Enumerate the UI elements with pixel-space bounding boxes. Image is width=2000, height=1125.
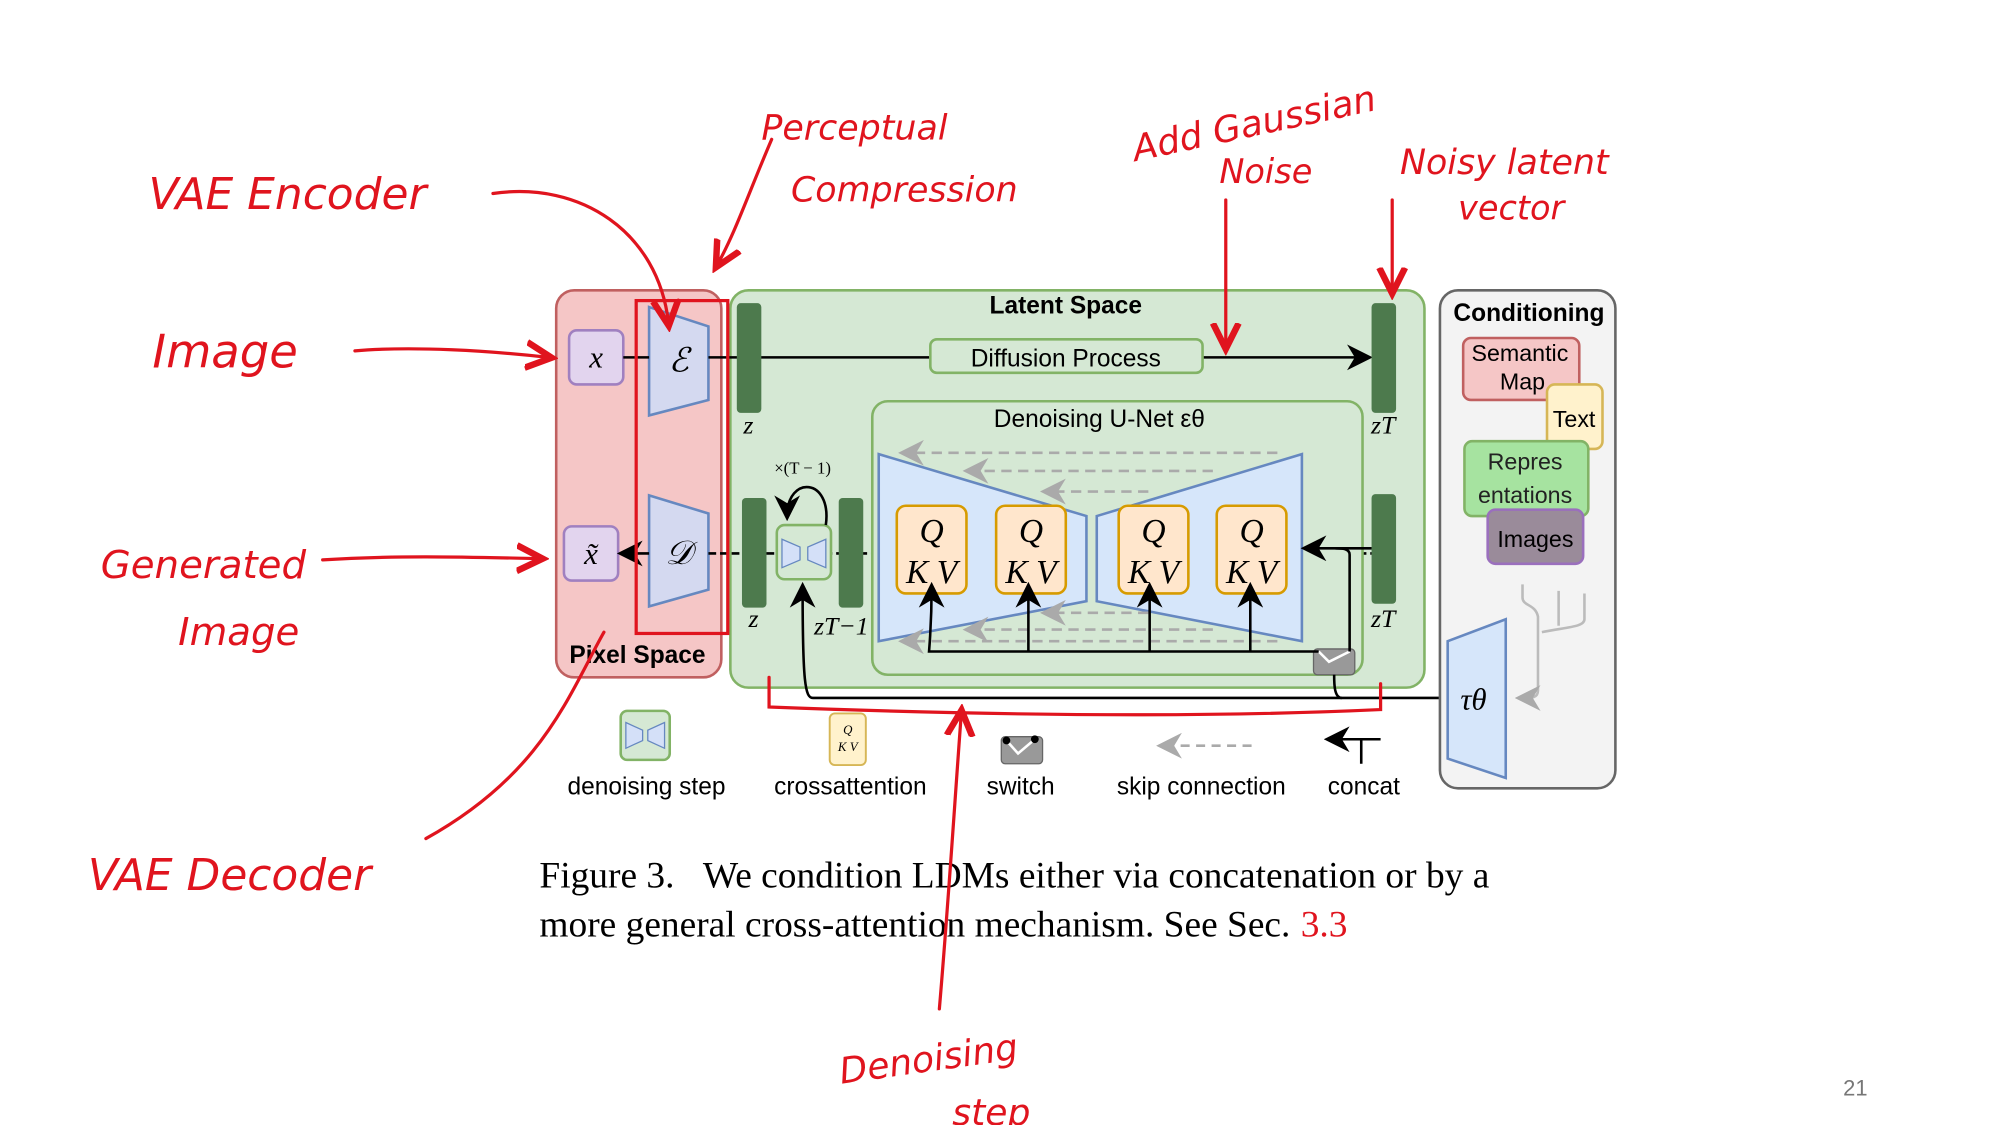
annotation-perceptual: Perceptual [761,108,948,148]
decoder-block [647,493,710,609]
diffusion-process-label: Diffusion Process [971,345,1161,372]
qkv-label: K V [1225,554,1281,591]
svg-text:K V: K V [837,740,860,754]
annotation-step: step [952,1091,1030,1125]
qkv-label: K V [1127,554,1183,591]
zT-minus-1-label: zT−1 [813,612,869,641]
pixel-space-panel: Pixel Space x x̃ ℰ 𝒟 [554,288,723,679]
denoising-step-icon [619,709,672,762]
images-box [1486,508,1585,566]
svg-text:Q: Q [843,723,853,737]
figure-caption-line2: more general cross-attention mechanism. … [539,905,1347,946]
tau-encoder-block [1446,617,1508,780]
encoder-block [647,305,710,418]
annotation-generated: Generated [101,543,307,588]
legend-label: skip connection [1117,774,1286,801]
annotation-image: Image [152,325,297,379]
z-label: z [742,410,753,439]
legend-label: crossattention [774,774,927,801]
diffusion-process-box [929,338,1204,375]
annotation-vae-decoder: VAE Decoder [88,850,374,901]
switch-icon [1000,735,1044,765]
concat-icon [1323,726,1381,764]
latent-zT-bar-bottom [1371,494,1397,604]
qkv-label: Q [1239,513,1263,550]
conditioning-label: Conditioning [1453,300,1604,327]
images-label: Images [1497,526,1573,552]
legend-label: switch [987,774,1055,801]
annotations [321,137,1393,1011]
annotation-noise: Noise [1219,152,1312,191]
input-image-label: x [588,340,603,375]
latent-z-bar-bottom [741,497,767,608]
tau-label: τθ [1460,682,1486,717]
denoising-step-block [775,523,833,581]
figure-caption-line1: Figure 3.We condition LDMs either via co… [539,856,1489,897]
latent-space-label: Latent Space [990,293,1143,320]
latent-zT-bar [1371,303,1397,413]
encoder-label: ℰ [669,343,693,380]
annotation-image-2: Image [178,610,299,655]
zT-label: zT [1370,410,1397,439]
text-label: Text [1553,406,1596,432]
z-bottom-label: z [748,604,759,633]
annotation-denoising: Denoising [837,1025,1021,1093]
latent-space-panel: Latent Space Diffusion Process z zT z zT… [708,288,1446,700]
latent-zT1-bar [838,497,864,608]
annotation-vector: vector [1458,188,1567,227]
unet-label: Denoising U-Net εθ [994,406,1205,433]
annotation-noisy-latent: Noisy latent [1400,143,1610,183]
qkv-label: K V [905,554,961,591]
latent-z-bar [736,303,762,413]
repeat-label: ×(T − 1) [774,458,831,477]
legend-label: concat [1328,774,1400,801]
annotation-vae-encoder: VAE Encoder [149,169,430,220]
legend-label: denoising step [567,774,725,801]
annotation-compression: Compression [791,170,1018,210]
qkv-label: Q [920,513,944,550]
qkv-label: Q [1141,513,1165,550]
page-number: 21 [1843,1075,1867,1100]
legend: denoising step Q K V crossattention swit… [567,709,1400,801]
section-reference-link[interactable]: 3.3 [1301,905,1348,946]
output-image-label: x̃ [583,536,599,571]
qkv-label: Q [1019,513,1043,550]
zT-bottom-label: zT [1370,604,1397,633]
qkv-label: K V [1004,554,1060,591]
crossattention-icon: Q K V [828,712,867,767]
